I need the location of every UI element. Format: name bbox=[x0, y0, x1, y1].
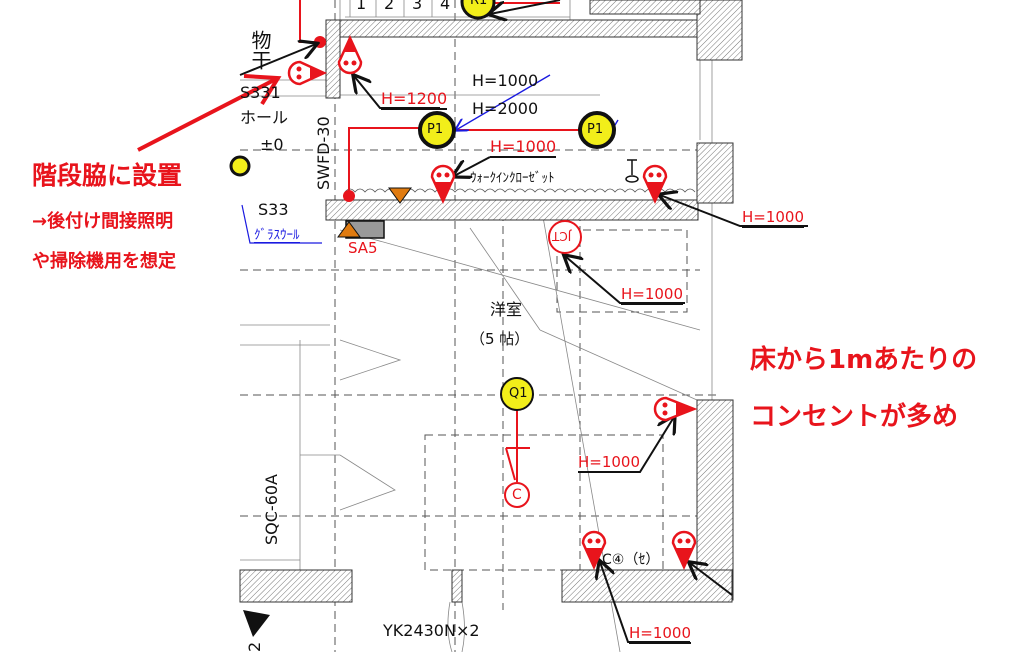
fixture-label-r1: R1 bbox=[470, 0, 488, 8]
height-label: H=1000 bbox=[472, 71, 539, 90]
outlet-icon bbox=[671, 530, 697, 571]
outlets bbox=[287, 34, 698, 571]
switch-label: C bbox=[512, 487, 522, 503]
room-label: 洋室 bbox=[490, 300, 523, 319]
outlet-icon bbox=[581, 530, 607, 571]
orange-triangle-icon bbox=[388, 187, 412, 204]
height-label: H=2000 bbox=[472, 99, 539, 118]
window-code-label: SQC-60A bbox=[262, 474, 281, 545]
section-number: 2 bbox=[245, 641, 264, 652]
height-label: H=1200 bbox=[381, 89, 448, 110]
level-label: ±0 bbox=[260, 135, 284, 154]
height-label: H=1000 bbox=[490, 137, 557, 158]
sa5-label: SA5 bbox=[348, 239, 378, 257]
room-label-closet: ｳｫｰｸｲﾝｸﾛｰｾﾞｯﾄ bbox=[470, 171, 555, 186]
hall-label: ホール bbox=[240, 108, 289, 127]
hanger-label: 物干 bbox=[248, 30, 272, 70]
height-label: H=1000 bbox=[621, 285, 684, 305]
annotation-right-line: コンセントが多め bbox=[750, 402, 959, 432]
s331-label: S331 bbox=[240, 83, 281, 102]
height-label: H=1000 bbox=[742, 208, 805, 228]
grid-lines bbox=[240, 0, 720, 652]
annotation-arrow bbox=[137, 74, 282, 152]
blue-leader bbox=[241, 204, 322, 244]
annotation-left-title: 階段脇に設置 bbox=[32, 161, 183, 190]
jct-box bbox=[548, 220, 582, 254]
junction-dot bbox=[343, 190, 355, 202]
leader-arrows bbox=[239, 0, 808, 643]
annotation-left-line: や掃除機用を想定 bbox=[32, 251, 176, 272]
blue-leader bbox=[456, 74, 551, 130]
orange-triangle-icon bbox=[337, 221, 361, 238]
hanger-icon bbox=[625, 159, 639, 183]
stair-step: 4 bbox=[440, 0, 451, 13]
outlet-icon bbox=[337, 34, 363, 75]
outlet-icon bbox=[287, 60, 328, 86]
room-size-label: （5 帖） bbox=[470, 330, 530, 348]
glasswool-label: ｸﾞﾗｽｳｰﾙ bbox=[254, 228, 300, 243]
fixture-label-p1: P1 bbox=[427, 122, 444, 137]
switch-c bbox=[504, 482, 530, 508]
stair-step: 1 bbox=[356, 0, 367, 13]
height-label: H=1000 bbox=[578, 453, 641, 473]
light-fixtures bbox=[229, 0, 616, 411]
height-label: H=1000 bbox=[629, 624, 692, 644]
fixture-label-p1: P1 bbox=[587, 122, 604, 137]
annotation-left-line: →後付け間接照明 bbox=[32, 211, 174, 232]
door-code-label: SWFD-30 bbox=[314, 116, 333, 190]
fixture-label-q1: Q1 bbox=[509, 386, 528, 401]
annotation-right-line: 床から1mあたりの bbox=[750, 345, 978, 375]
outlet-icon bbox=[642, 164, 668, 205]
jct-label: JCT bbox=[552, 229, 572, 243]
c4-label: C④（ｾ） bbox=[602, 552, 660, 568]
stair-step: 3 bbox=[412, 0, 423, 13]
north-arrow-icon bbox=[243, 610, 270, 637]
door-code-bottom: YK2430N×2 bbox=[383, 621, 480, 640]
walls bbox=[239, 0, 743, 603]
outlet-icon bbox=[430, 164, 456, 205]
stair-step: 2 bbox=[384, 0, 395, 13]
junction-dot bbox=[314, 36, 326, 48]
outlet-icon bbox=[653, 396, 698, 422]
s33-label: S33 bbox=[258, 200, 289, 219]
